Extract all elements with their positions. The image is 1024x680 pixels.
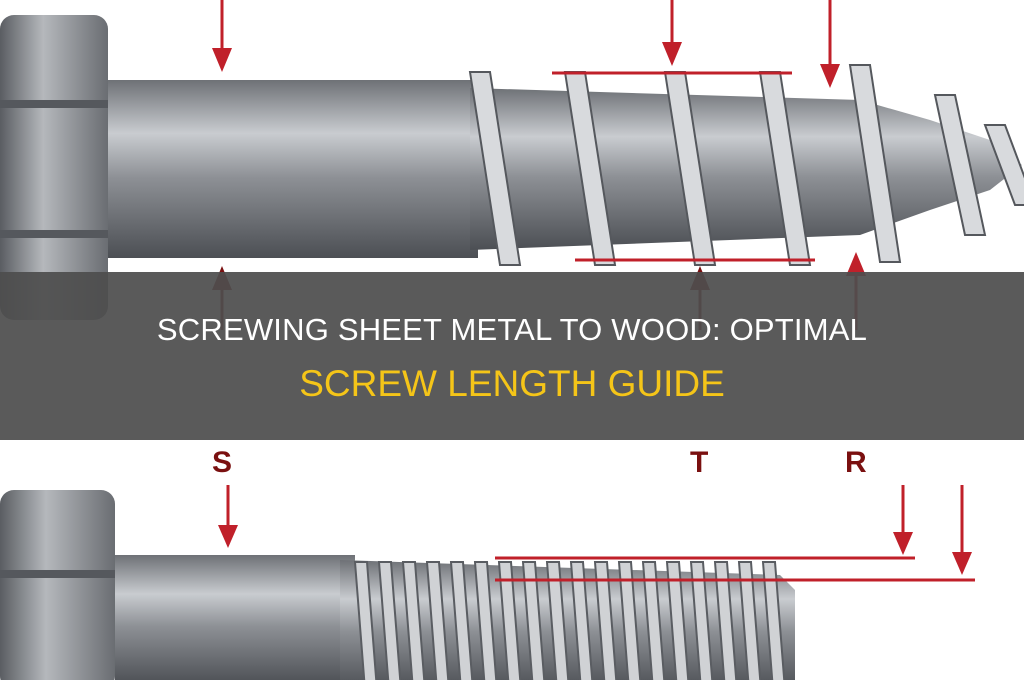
thread-ridge xyxy=(401,561,426,680)
title-line-1: SCREWING SHEET METAL TO WOOD: OPTIMAL xyxy=(156,312,868,347)
thread-ridge xyxy=(377,561,402,680)
thread-ridge xyxy=(848,64,902,263)
machine-screw-bottom xyxy=(0,490,795,680)
thread-ridge xyxy=(425,561,450,680)
thread-ridge xyxy=(521,561,546,680)
thread-ridge xyxy=(545,561,570,680)
thread-ridge xyxy=(473,561,498,680)
thread-ridge xyxy=(983,124,1024,206)
thread-ridge xyxy=(737,561,762,680)
thread-ridge xyxy=(689,561,714,680)
thread-ridge xyxy=(713,561,738,680)
thread-ridge xyxy=(449,561,474,680)
thread-ridge xyxy=(593,561,618,680)
thread-ridge xyxy=(761,561,786,680)
thread-ridge xyxy=(353,561,378,680)
thread-ridge xyxy=(617,561,642,680)
thread-ridge xyxy=(497,561,522,680)
label-r: R xyxy=(845,446,867,479)
thread-ridge xyxy=(665,561,690,680)
title-overlay-band xyxy=(0,272,1024,440)
thread-ridge xyxy=(641,561,666,680)
wood-screw-top xyxy=(0,15,1024,320)
thread-ridge xyxy=(468,71,522,266)
thread-ridge xyxy=(933,94,987,236)
label-s: S xyxy=(212,446,232,479)
title-line-2: SCREW LENGTH GUIDE xyxy=(299,363,725,404)
thread-ridge xyxy=(569,561,594,680)
label-t: T xyxy=(690,446,708,479)
